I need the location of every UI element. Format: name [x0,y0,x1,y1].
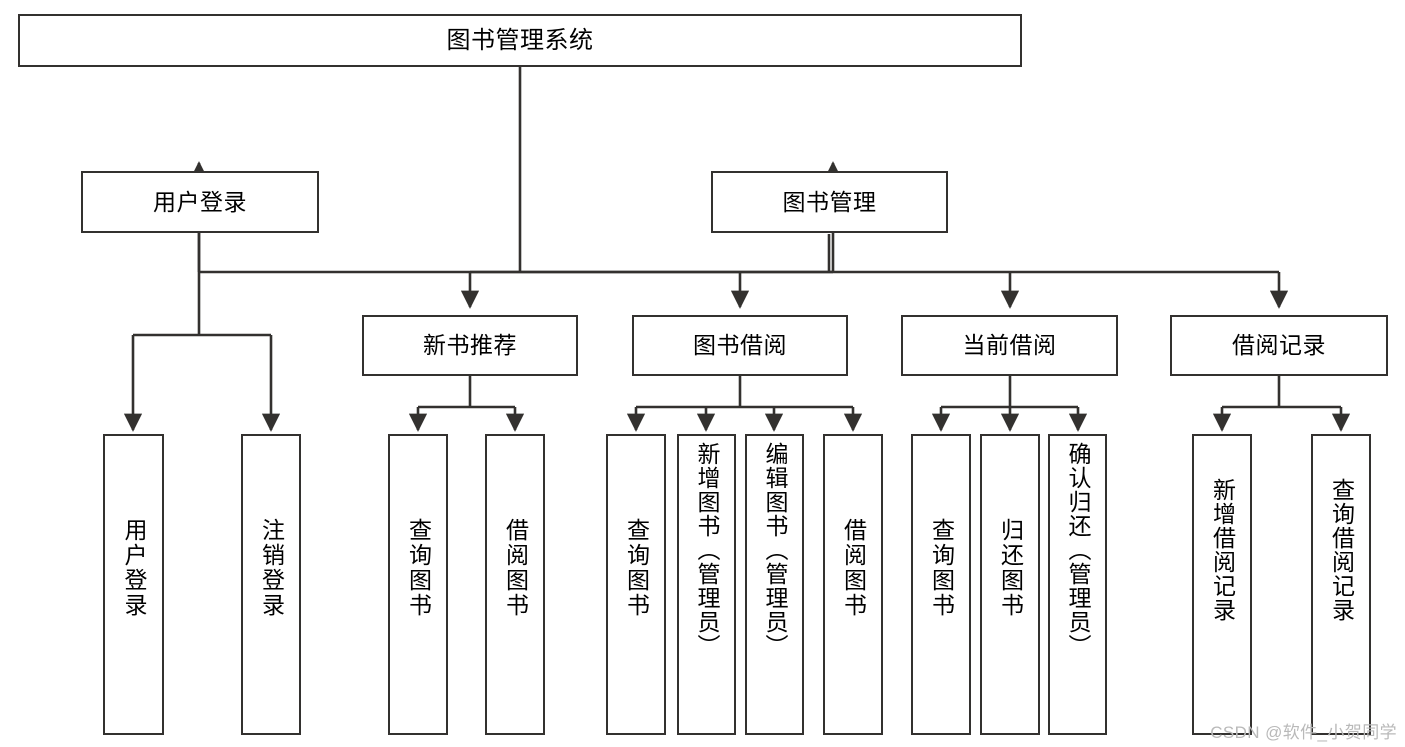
node-user-login[interactable]: 用户登录 [81,171,319,233]
node-current-borrow[interactable]: 当前借阅 [901,315,1118,376]
leaf-confirm-return-label: 确认归还（管理员） [1065,442,1091,658]
leaf-query-book-1[interactable]: 查询图书 [388,434,448,735]
node-book-manage[interactable]: 图书管理 [711,171,948,233]
node-root[interactable]: 图书管理系统 [18,14,1022,67]
leaf-user-login-label: 用户登录 [121,518,147,618]
leaf-query-book-2[interactable]: 查询图书 [606,434,666,735]
leaf-user-logout[interactable]: 注销登录 [241,434,301,735]
node-book-borrow[interactable]: 图书借阅 [632,315,848,376]
node-user-login-label: 用户登录 [153,188,247,215]
leaf-confirm-return[interactable]: 确认归还（管理员） [1048,434,1107,735]
node-book-manage-label: 图书管理 [782,188,877,215]
node-current-borrow-label: 当前借阅 [962,332,1057,359]
leaf-borrow-book-1-label: 借阅图书 [502,518,529,618]
leaf-query-book-3[interactable]: 查询图书 [911,434,971,735]
leaf-query-record[interactable]: 查询借阅记录 [1311,434,1371,735]
leaf-edit-book[interactable]: 编辑图书（管理员） [745,434,804,735]
leaf-query-book-2-label: 查询图书 [623,518,650,618]
node-root-label: 图书管理系统 [446,26,594,54]
leaf-borrow-book-1[interactable]: 借阅图书 [485,434,545,735]
leaf-query-book-1-label: 查询图书 [405,518,432,618]
node-borrow-record[interactable]: 借阅记录 [1170,315,1388,376]
node-book-borrow-label: 图书借阅 [693,332,787,359]
node-new-book-recommend[interactable]: 新书推荐 [362,315,578,376]
leaf-borrow-book-2-label: 借阅图书 [840,518,867,618]
node-borrow-record-label: 借阅记录 [1232,332,1326,359]
leaf-user-logout-label: 注销登录 [258,518,285,618]
leaf-query-book-3-label: 查询图书 [928,518,955,618]
leaf-borrow-book-2[interactable]: 借阅图书 [823,434,883,735]
leaf-return-book[interactable]: 归还图书 [980,434,1040,735]
leaf-query-record-label: 查询借阅记录 [1328,478,1355,622]
leaf-add-record-label: 新增借阅记录 [1209,478,1236,622]
leaf-add-book[interactable]: 新增图书（管理员） [677,434,736,735]
leaf-return-book-label: 归还图书 [997,518,1024,618]
leaf-add-book-label: 新增图书（管理员） [694,442,720,658]
csdn-watermark: CSDN @软件_小贺同学 [1210,723,1397,742]
node-new-book-recommend-label: 新书推荐 [423,332,517,359]
leaf-add-record[interactable]: 新增借阅记录 [1192,434,1252,735]
leaf-edit-book-label: 编辑图书（管理员） [762,442,788,658]
leaf-user-login[interactable]: 用户登录 [103,434,164,735]
